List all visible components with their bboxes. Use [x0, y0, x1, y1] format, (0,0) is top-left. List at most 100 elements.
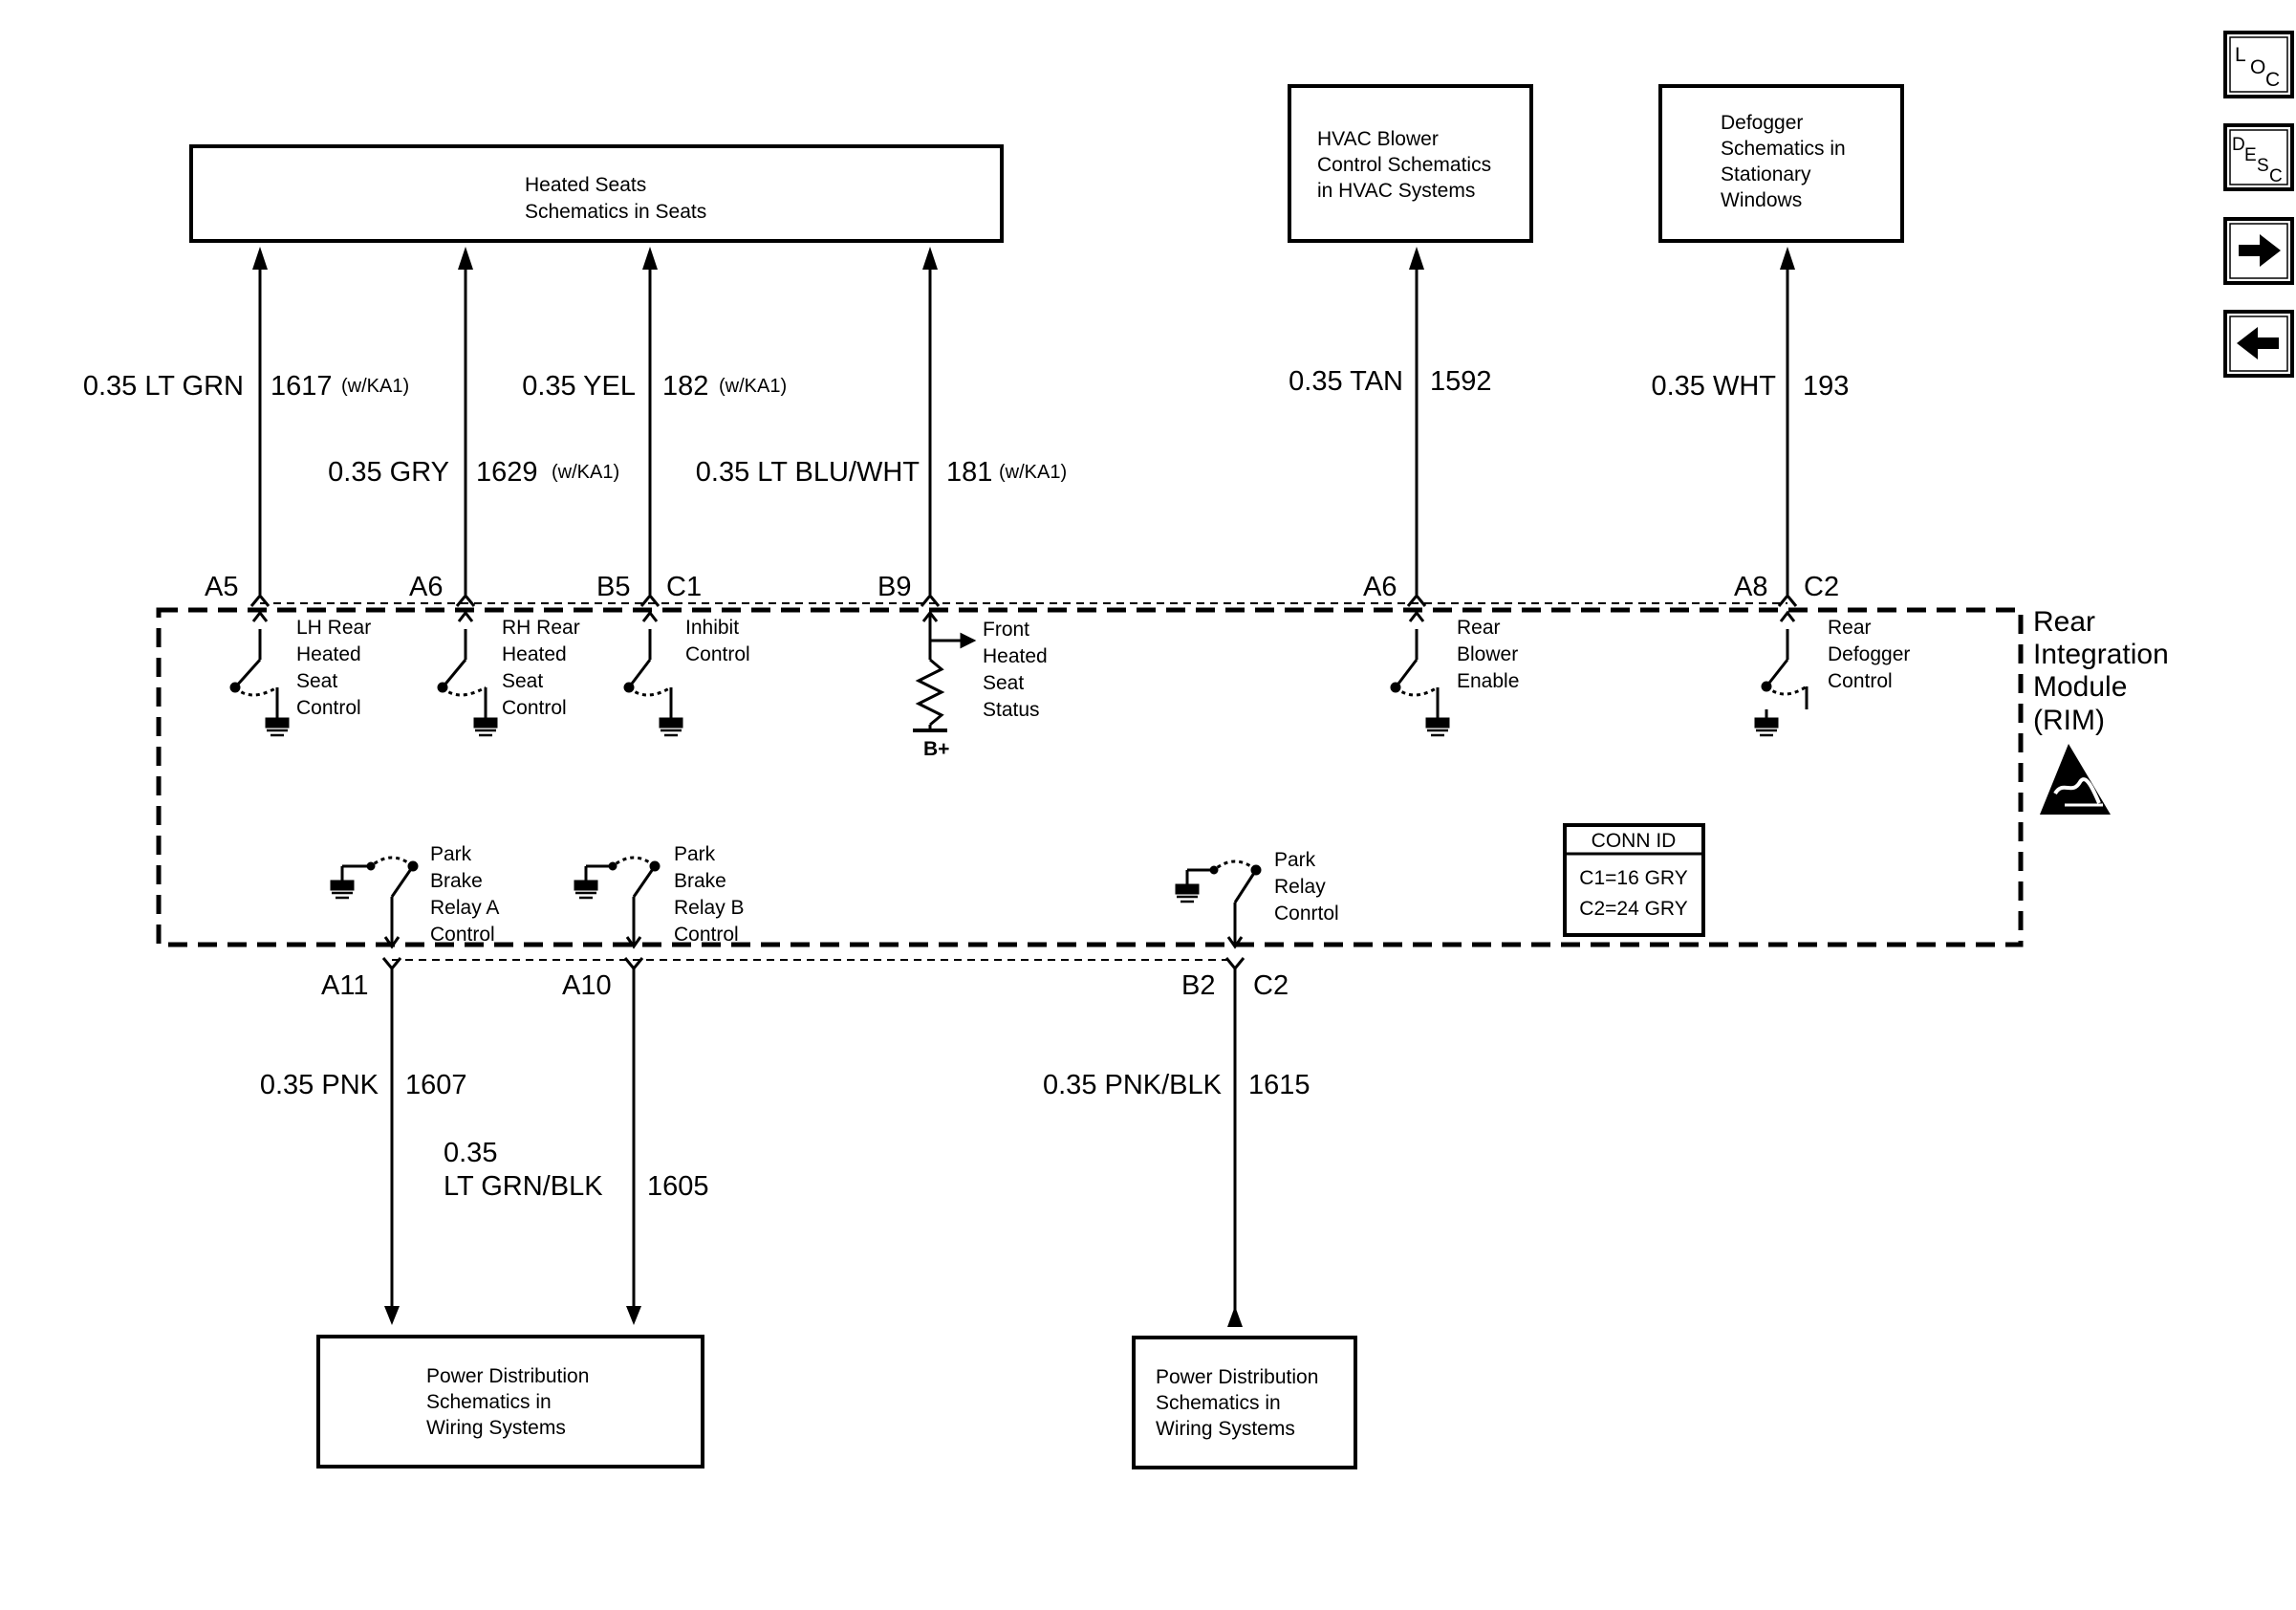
wire-1629-color: 0.35 GRY [328, 457, 449, 488]
wire-1617-color: 0.35 LT GRN [83, 371, 244, 402]
conn-id-title: CONN ID [1592, 830, 1677, 852]
lh-rear-switch [229, 610, 290, 737]
park-brake-relay-b-switch [574, 856, 661, 949]
bottom-pin-labels: A11 A10 B2 C2 [321, 970, 1289, 1001]
bottom-wires [390, 968, 1237, 1310]
park-a-label-2: Brake [430, 870, 483, 892]
arrowhead-up [1227, 1306, 1243, 1327]
blower-label-3: Enable [1457, 670, 1519, 692]
inhibit-label-2: Control [685, 643, 750, 665]
top-pin-labels: A5 A6 B5 C1 B9 A6 A8 C2 [205, 572, 1839, 602]
power-right-line-2: Schematics in [1156, 1392, 1281, 1414]
power-right-line-3: Wiring Systems [1156, 1418, 1295, 1440]
desc-button[interactable]: D E S C [2223, 123, 2294, 191]
park-a-label-4: Control [430, 924, 495, 946]
defogger-box-line-2: Schematics in [1721, 138, 1846, 160]
ground-icon [473, 707, 498, 737]
defogger-box-line-3: Stationary [1721, 163, 1811, 185]
defogger-box[interactable]: Defogger Schematics in Stationary Window… [1658, 84, 1904, 243]
wire-1615-circuit: 1615 [1248, 1070, 1310, 1100]
power-distribution-box-left[interactable]: Power Distribution Schematics in Wiring … [316, 1335, 704, 1469]
loc-button[interactable]: L O C [2223, 31, 2294, 98]
wire-182-color: 0.35 YEL [522, 371, 636, 402]
lh-rear-label-4: Control [296, 697, 361, 719]
previous-page-button[interactable] [2223, 310, 2294, 378]
arrowhead-up [1409, 247, 1424, 270]
hvac-blower-box[interactable]: HVAC Blower Control Schematics in HVAC S… [1288, 84, 1533, 243]
pin-b5: B5 [596, 572, 630, 602]
rim-module-boundary [156, 607, 2024, 947]
wire-1607-circuit: 1607 [405, 1070, 467, 1100]
next-page-button[interactable] [2223, 217, 2294, 285]
power-distribution-box-right[interactable]: Power Distribution Schematics in Wiring … [1132, 1336, 1357, 1469]
wire-182-option: (w/KA1) [719, 376, 787, 397]
rh-rear-switch [437, 610, 498, 737]
wire-labels-top: 0.35 LT GRN 1617 (w/KA1) 0.35 GRY 1629 (… [83, 366, 1850, 488]
defogger-label-3: Control [1828, 670, 1893, 692]
defogger-box-line-1: Defogger [1721, 112, 1803, 134]
defogger-label-2: Defogger [1828, 643, 1910, 665]
pin-a8: A8 [1734, 572, 1767, 602]
pin-c2-bottom: C2 [1253, 970, 1289, 1001]
desc-letter-e: E [2244, 145, 2257, 165]
arrowhead-up [458, 247, 473, 270]
conn-id-c2: C2=24 GRY [1579, 898, 1687, 920]
rh-rear-label-4: Control [502, 697, 567, 719]
pin-c2-top: C2 [1804, 572, 1839, 602]
front-status-pullup [913, 610, 977, 732]
pin-a6-left: A6 [409, 572, 443, 602]
wire-182-circuit: 182 [662, 371, 708, 402]
rim-module-name: Rear Integration Module (RIM) [2033, 606, 2169, 736]
pin-c1: C1 [666, 572, 702, 602]
defogger-control-switch [1754, 610, 1809, 737]
bottom-component-labels: Park Brake Relay A Control Park Brake Re… [430, 843, 1339, 946]
lh-rear-label-3: Seat [296, 670, 337, 692]
heated-seats-box[interactable]: Heated Seats Schematics in Seats [189, 144, 1004, 243]
power-right-line-1: Power Distribution [1156, 1366, 1318, 1388]
loc-letter-c: C [2265, 69, 2280, 91]
defogger-box-line-4: Windows [1721, 189, 1802, 211]
hvac-line-2: Control Schematics [1317, 154, 1491, 176]
defogger-label-1: Rear [1828, 617, 1872, 639]
arrow-right-icon [2239, 234, 2281, 267]
park-b-label-3: Relay B [674, 897, 745, 919]
pin-b9: B9 [877, 572, 911, 602]
wire-1605-size: 0.35 [444, 1138, 497, 1168]
ground-icon [1754, 707, 1779, 737]
front-status-label-3: Seat [983, 672, 1024, 694]
arrowhead-down [384, 1306, 400, 1325]
park-relay-label-2: Relay [1274, 876, 1326, 898]
rh-rear-label-2: Heated [502, 643, 567, 665]
rim-name-line-4: (RIM) [2033, 705, 2105, 736]
inhibit-switch [623, 610, 683, 737]
wire-1607-color: 0.35 PNK [260, 1070, 379, 1100]
desc-letter-s: S [2257, 156, 2269, 176]
park-brake-relay-a-switch [330, 856, 419, 949]
desc-letter-d: D [2232, 135, 2245, 155]
park-b-label-2: Brake [674, 870, 726, 892]
park-relay-switch [1175, 859, 1262, 949]
front-status-label-2: Heated [983, 645, 1048, 667]
top-arrowheads [252, 247, 1795, 270]
wire-1605-circuit: 1605 [647, 1171, 709, 1202]
rh-rear-label-3: Seat [502, 670, 543, 692]
power-left-line-1: Power Distribution [426, 1365, 589, 1387]
lh-rear-label-1: LH Rear [296, 617, 371, 639]
inhibit-label-1: Inhibit [685, 617, 739, 639]
power-left-line-3: Wiring Systems [426, 1417, 566, 1439]
pin-b2: B2 [1181, 970, 1215, 1001]
wire-181-circuit: 181 [946, 457, 992, 488]
rim-name-line-3: Module [2033, 671, 2127, 703]
wire-1617-option: (w/KA1) [341, 376, 409, 397]
bottom-arrowheads [384, 1306, 1243, 1327]
arrow-left-icon [2237, 327, 2279, 359]
wire-1592-color: 0.35 TAN [1289, 366, 1403, 397]
heated-seats-line-2: Schematics in Seats [525, 201, 706, 223]
conn-id-c1: C1=16 GRY [1579, 867, 1687, 889]
b-plus-label: B+ [923, 738, 949, 760]
park-a-label-3: Relay A [430, 897, 499, 919]
wire-1605-color: LT GRN/BLK [444, 1171, 603, 1202]
blower-label-1: Rear [1457, 617, 1501, 639]
wire-181-color: 0.35 LT BLU/WHT [696, 457, 921, 488]
wire-labels-bottom: 0.35 PNK 1607 0.35 LT GRN/BLK 1605 0.35 … [260, 1070, 1310, 1202]
